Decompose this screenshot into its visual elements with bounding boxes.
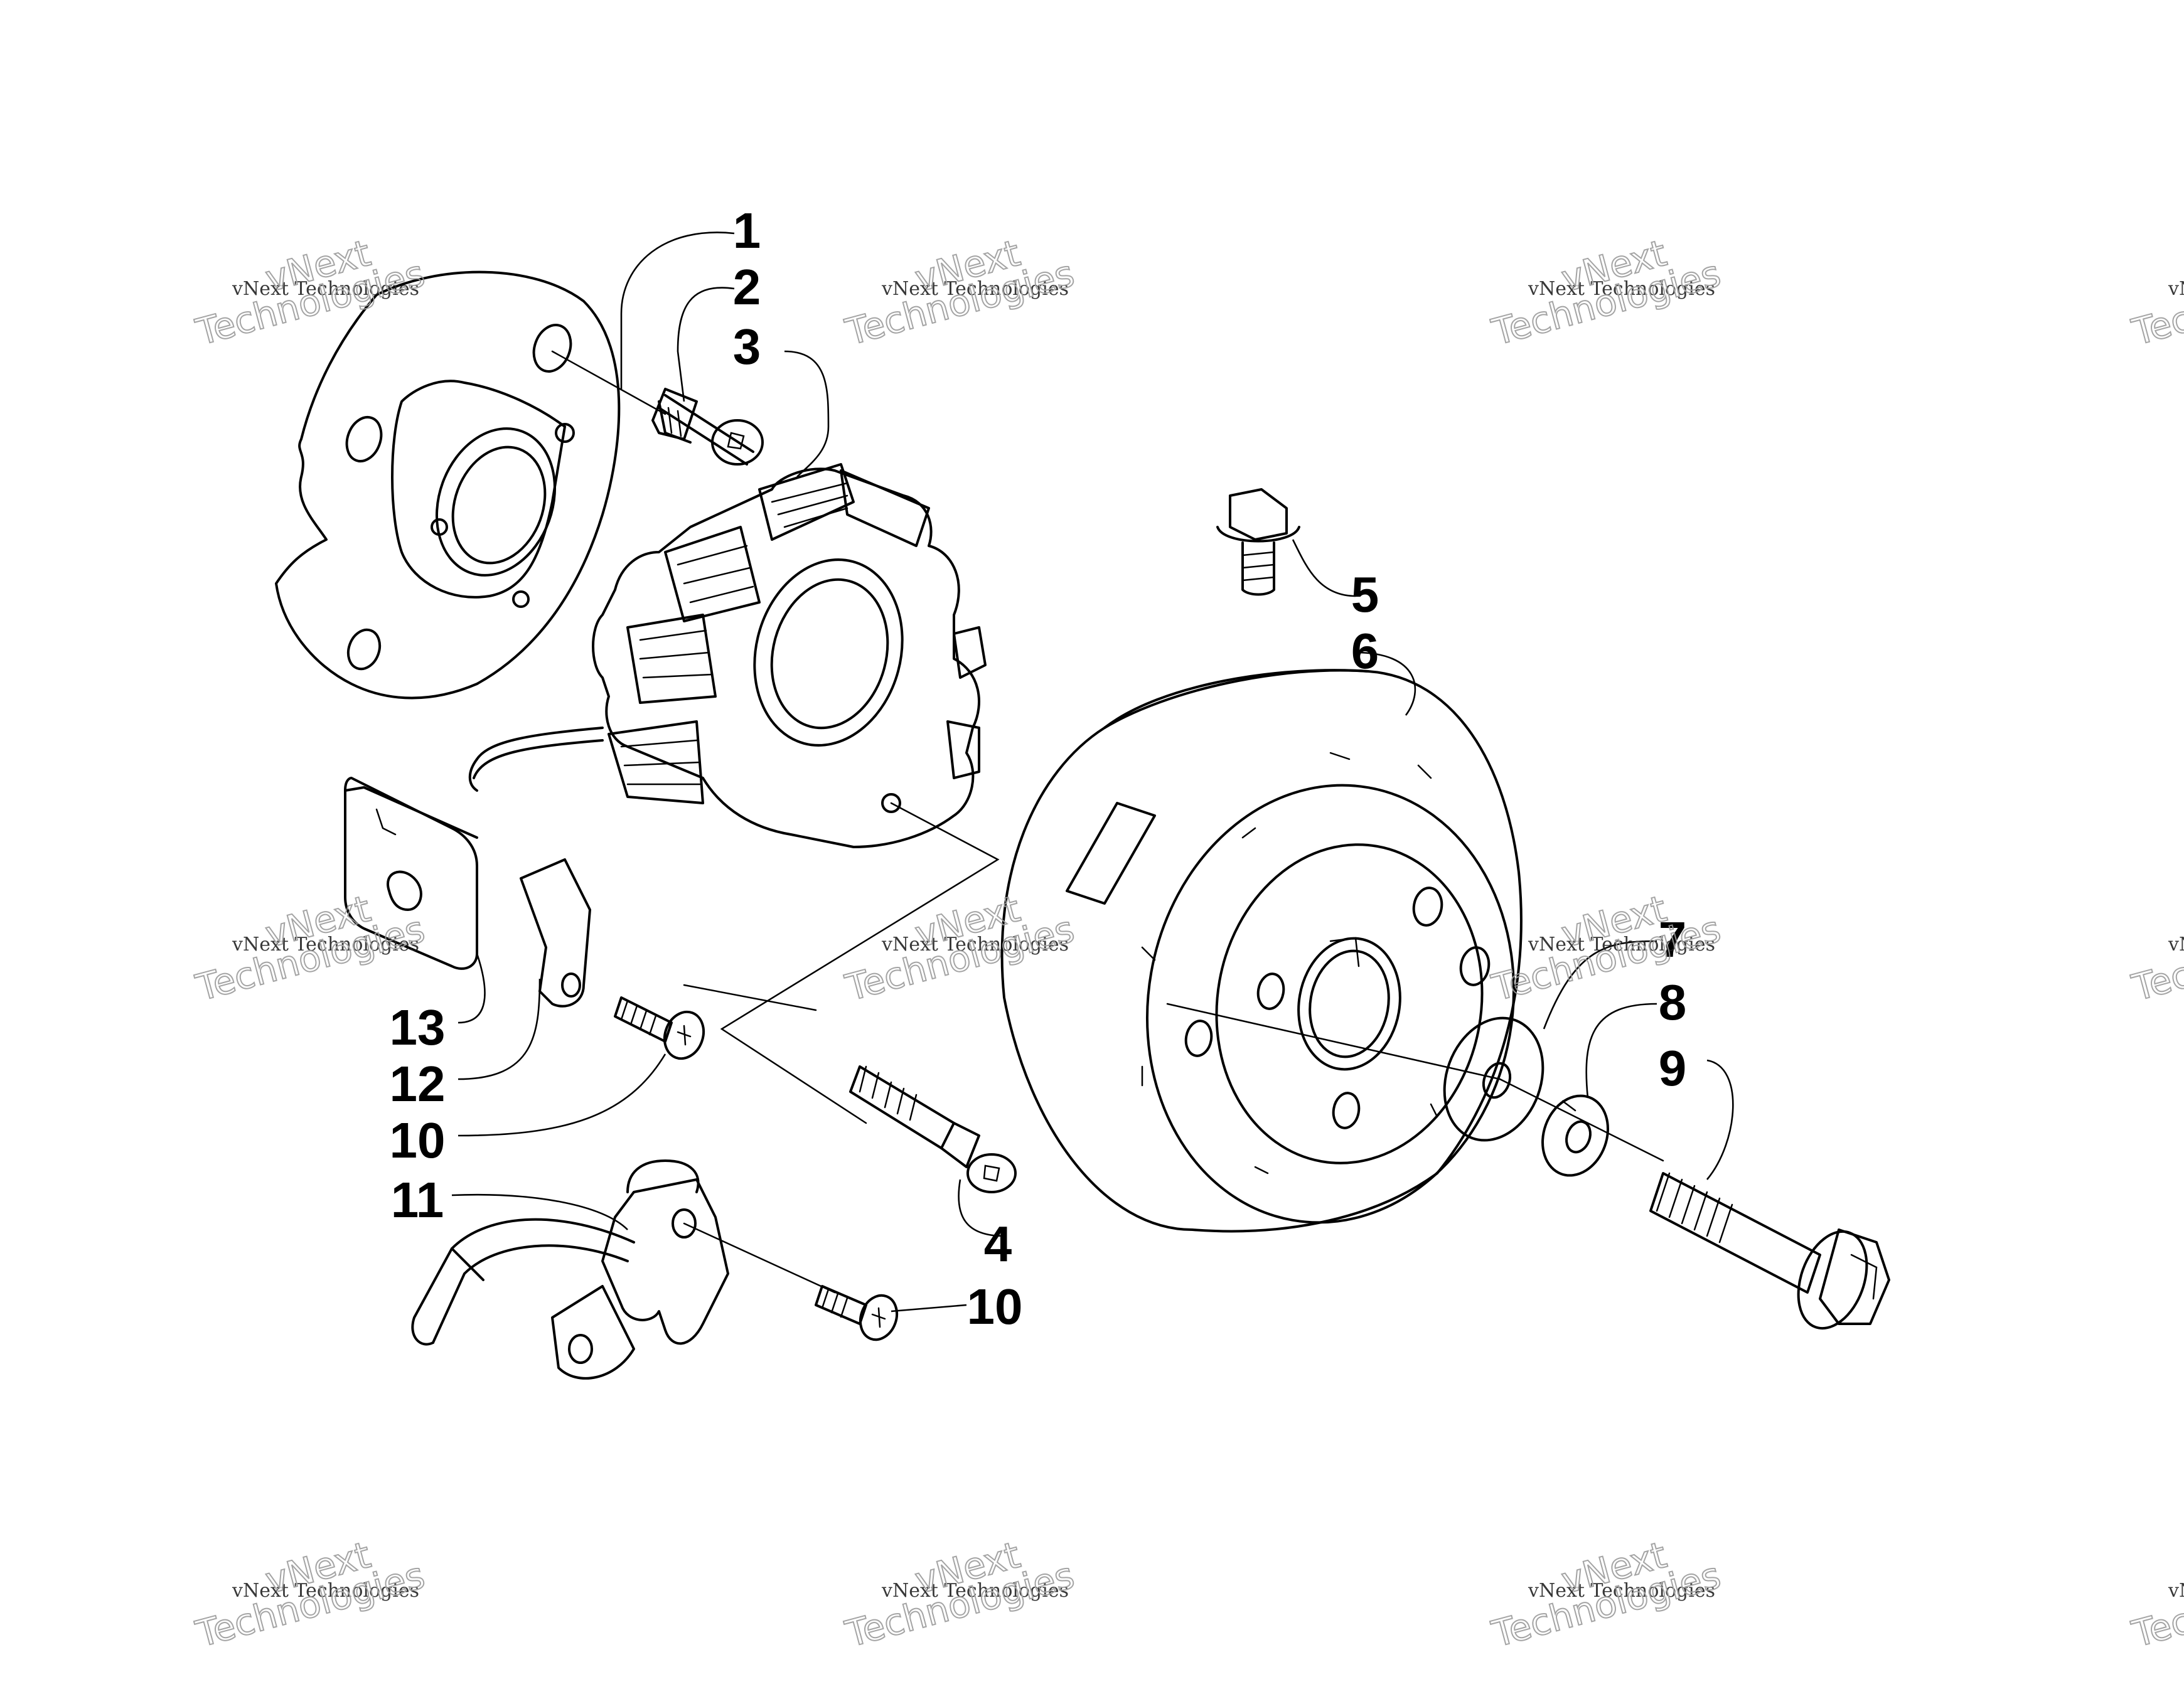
callout-7: 7 (1659, 912, 1687, 967)
svg-text:vNext Technologies: vNext Technologies (232, 278, 419, 300)
watermark: vNext Technologies Technologies (2127, 907, 2184, 1009)
leader-lines (451, 232, 1734, 1313)
stator (468, 463, 987, 848)
svg-text:Technologies: Technologies (2128, 252, 2184, 353)
socket-screw-2 (651, 388, 764, 466)
callout-1: 1 (733, 203, 761, 258)
svg-text:vNext Technologies: vNext Technologies (1528, 934, 1715, 956)
callout-5: 5 (1351, 567, 1379, 622)
lock-washer-8 (1541, 1094, 1609, 1177)
callout-6: 6 (1351, 623, 1379, 679)
svg-text:vNext Technologies: vNext Technologies (2168, 1580, 2184, 1602)
watermark: vNext Technologies Technologies (2127, 251, 2184, 354)
socket-bolt-4 (849, 1065, 1017, 1193)
watermarks: vNext Technologies vNext Technologies vN… (191, 231, 2184, 1656)
watermark: vNext Technologies vNext Technologies (840, 231, 1079, 354)
svg-text:Technologies: Technologies (2128, 907, 2184, 1009)
svg-text:vNext Technologies: vNext Technologies (2168, 934, 2184, 956)
watermark: vNext Technologies vNext Technologies (840, 887, 1079, 1010)
svg-text:vNext Technologies: vNext Technologies (2168, 278, 2184, 300)
watermark: vNext Technologies vNext Technologies (191, 231, 429, 354)
svg-text:vNext Technologies: vNext Technologies (232, 934, 419, 956)
watermark: vNext Technologies vNext Technologies (840, 1533, 1079, 1656)
watermark: vNext Technologies vNext Technologies (1487, 887, 1725, 1010)
watermark: vNext Technologies vNext Technologies (191, 887, 429, 1010)
watermark: vNext Technologies vNext Technologies (191, 1533, 429, 1656)
flywheel-bolt-9 (1649, 1172, 1890, 1330)
callout-10-lower: 10 (967, 1279, 1023, 1334)
callout-13: 13 (390, 999, 446, 1055)
clamp-12 (520, 858, 591, 1008)
callout-3: 3 (733, 319, 761, 375)
flywheel (1000, 669, 1523, 1233)
callout-8: 8 (1659, 974, 1687, 1030)
hex-bolt-5 (1216, 488, 1300, 596)
callout-9: 9 (1659, 1040, 1687, 1096)
svg-text:vNext Technologies: vNext Technologies (881, 1580, 1069, 1602)
callout-12: 12 (390, 1056, 446, 1112)
assembly-lines (683, 802, 1664, 1294)
callout-4: 4 (984, 1216, 1012, 1272)
washer-7 (1443, 1016, 1544, 1142)
svg-text:vNext Technologies: vNext Technologies (881, 934, 1069, 956)
svg-text:vNext Technologies: vNext Technologies (1528, 278, 1715, 300)
watermark: vNext Technologies vNext Technologies (1487, 1533, 1725, 1656)
stator-plate (275, 270, 621, 700)
watermark: vNext Technologies vNext Technologies (1487, 231, 1725, 354)
callout-11: 11 (391, 1172, 444, 1228)
callout-2: 2 (733, 259, 761, 315)
svg-text:vNext Technologies: vNext Technologies (1528, 1580, 1715, 1602)
insulator-13 (344, 777, 478, 970)
callout-10-upper: 10 (390, 1112, 446, 1168)
callout-labels: 1 2 3 4 5 6 7 8 9 10 11 12 13 10 (390, 203, 1687, 1334)
pickup-sensor-11 (411, 1159, 729, 1380)
svg-text:vNext Technologies: vNext Technologies (232, 1580, 419, 1602)
pan-screw-10-lower (815, 1285, 899, 1341)
svg-text:Technologies: Technologies (2128, 1553, 2184, 1655)
watermark: vNext Technologies Technologies (2127, 1553, 2184, 1656)
svg-text:vNext Technologies: vNext Technologies (881, 278, 1069, 300)
pan-screw-10-upper (614, 996, 705, 1060)
